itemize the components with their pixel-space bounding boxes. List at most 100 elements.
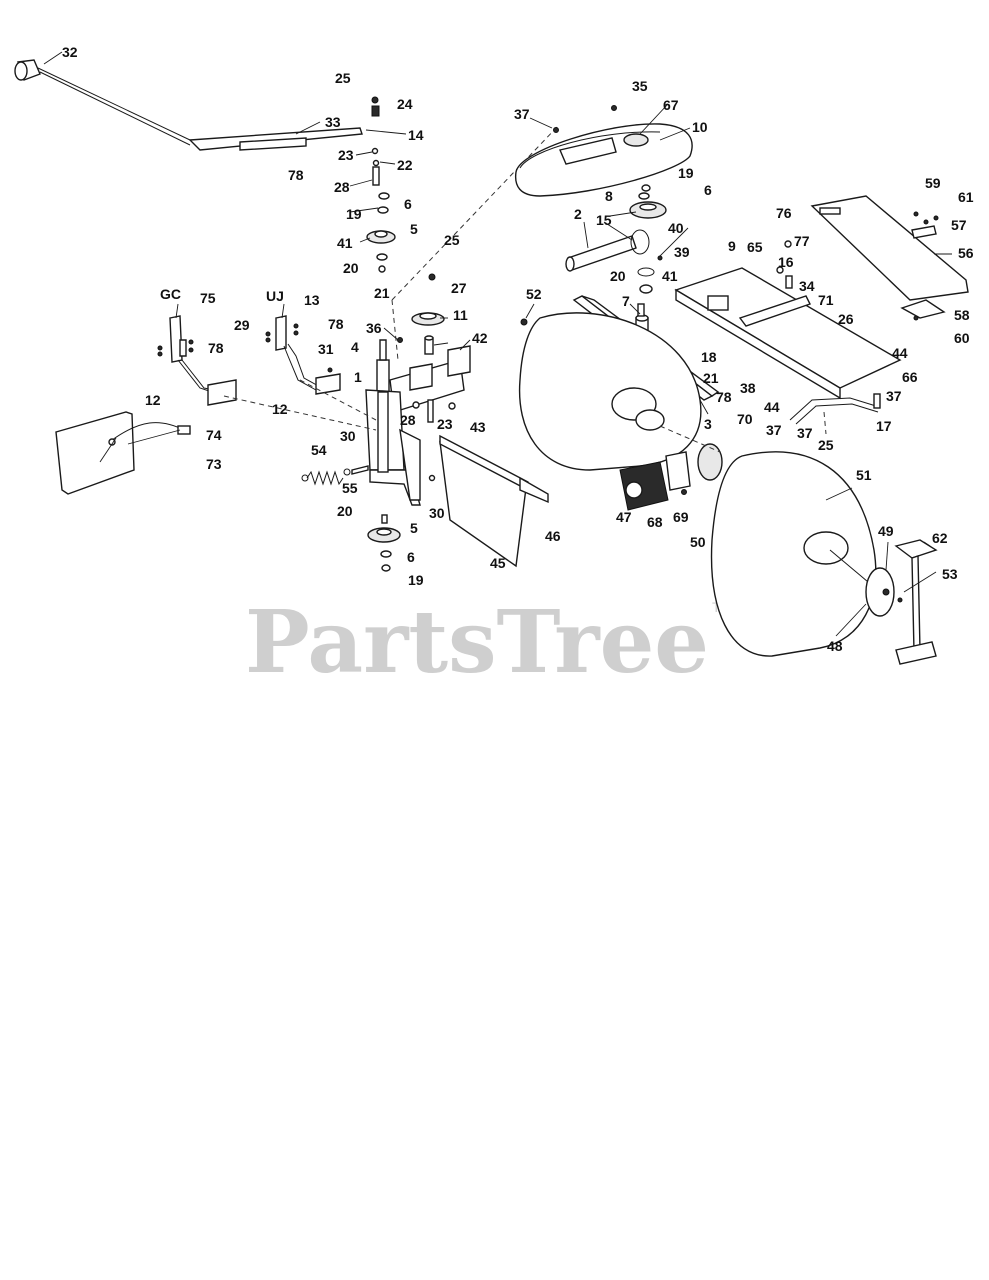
callout-44: 44 xyxy=(764,399,780,415)
watermark-text: PartsTree xyxy=(245,592,709,693)
callout-15: 15 xyxy=(596,212,612,228)
callout-25: 25 xyxy=(335,70,351,86)
callout-GC: GC xyxy=(160,286,181,302)
callout-36: 36 xyxy=(366,320,382,336)
control-plate xyxy=(55,411,191,495)
lift-handle-rod xyxy=(14,59,363,151)
uj-bracket-arm xyxy=(265,315,341,395)
main-frame xyxy=(365,339,471,506)
roller-rear xyxy=(518,312,702,471)
callout-69: 69 xyxy=(673,509,689,525)
callout-35: 35 xyxy=(632,78,648,94)
callout-5: 5 xyxy=(410,221,418,237)
callout-30: 30 xyxy=(340,428,356,444)
callout-71: 71 xyxy=(818,292,834,308)
callout-49: 49 xyxy=(878,523,894,539)
callout-24: 24 xyxy=(397,96,413,112)
gc-bracket-arm xyxy=(157,315,237,406)
callout-4: 4 xyxy=(351,339,359,355)
callout-6: 6 xyxy=(404,196,412,212)
callout-66: 66 xyxy=(902,369,918,385)
arm-guide-line-2 xyxy=(223,395,377,431)
callout-41: 41 xyxy=(337,235,353,251)
gearbox xyxy=(619,409,723,511)
callout-48: 48 xyxy=(827,638,843,654)
callout-20: 20 xyxy=(610,268,626,284)
callout-78: 78 xyxy=(288,167,304,183)
callout-25: 25 xyxy=(444,232,460,248)
callout-21: 21 xyxy=(374,285,390,301)
callout-31: 31 xyxy=(318,341,334,357)
callout-19: 19 xyxy=(678,165,694,181)
callout-62: 62 xyxy=(932,530,948,546)
callout-37: 37 xyxy=(797,425,813,441)
callout-30: 30 xyxy=(429,505,445,521)
callout-46: 46 xyxy=(545,528,561,544)
callout-78: 78 xyxy=(716,389,732,405)
callout-58: 58 xyxy=(954,307,970,323)
drive-pulley xyxy=(629,184,667,219)
callout-75: 75 xyxy=(200,290,216,306)
frame-hardware xyxy=(397,337,456,482)
callout-34: 34 xyxy=(799,278,815,294)
callout-61: 61 xyxy=(958,189,974,205)
callout-12: 12 xyxy=(272,401,288,417)
callout-67: 67 xyxy=(663,97,679,113)
callout-20: 20 xyxy=(343,260,359,276)
roller-front xyxy=(710,451,903,657)
callout-73: 73 xyxy=(206,456,222,472)
callout-32: 32 xyxy=(62,44,78,60)
callout-8: 8 xyxy=(605,188,613,204)
callout-29: 29 xyxy=(234,317,250,333)
callout-45: 45 xyxy=(490,555,506,571)
scraper-plate xyxy=(439,434,549,568)
callout-2: 2 xyxy=(574,206,582,222)
callout-16: 16 xyxy=(778,254,794,270)
callout-33: 33 xyxy=(325,114,341,130)
callout-UJ: UJ xyxy=(266,288,284,304)
belt-guide-line xyxy=(391,125,559,301)
callout-40: 40 xyxy=(668,220,684,236)
callout-78: 78 xyxy=(208,340,224,356)
callout-12: 12 xyxy=(145,392,161,408)
callout-27: 27 xyxy=(451,280,467,296)
upper-hardware-stack xyxy=(366,96,396,273)
callout-9: 9 xyxy=(728,238,736,254)
callout-65: 65 xyxy=(747,239,763,255)
callout-20: 20 xyxy=(337,503,353,519)
idler-pulley xyxy=(411,273,445,355)
callout-74: 74 xyxy=(206,427,222,443)
callout-19: 19 xyxy=(408,572,424,588)
callout-51: 51 xyxy=(856,467,872,483)
callout-21: 21 xyxy=(703,370,719,386)
top-shield xyxy=(810,195,969,321)
callout-38: 38 xyxy=(740,380,756,396)
callout-37: 37 xyxy=(514,106,530,122)
callout-78: 78 xyxy=(328,316,344,332)
callout-23: 23 xyxy=(338,147,354,163)
callout-68: 68 xyxy=(647,514,663,530)
callout-14: 14 xyxy=(408,127,424,143)
hitch-plate xyxy=(674,240,902,400)
callout-6: 6 xyxy=(407,549,415,565)
callout-10: 10 xyxy=(692,119,708,135)
lower-pulley-stack xyxy=(367,514,401,572)
callout-54: 54 xyxy=(311,442,327,458)
leader-lines xyxy=(43,51,952,637)
callout-57: 57 xyxy=(951,217,967,233)
callout-77: 77 xyxy=(794,233,810,249)
callout-52: 52 xyxy=(526,286,542,302)
rear-link xyxy=(789,393,881,435)
belt-cover xyxy=(514,105,693,197)
callout-3: 3 xyxy=(704,416,712,432)
callout-41: 41 xyxy=(662,268,678,284)
callout-47: 47 xyxy=(616,509,632,525)
callout-7: 7 xyxy=(622,293,630,309)
callout-23: 23 xyxy=(437,416,453,432)
callout-26: 26 xyxy=(838,311,854,327)
callout-5: 5 xyxy=(410,520,418,536)
callout-56: 56 xyxy=(958,245,974,261)
callout-18: 18 xyxy=(701,349,717,365)
callout-76: 76 xyxy=(776,205,792,221)
